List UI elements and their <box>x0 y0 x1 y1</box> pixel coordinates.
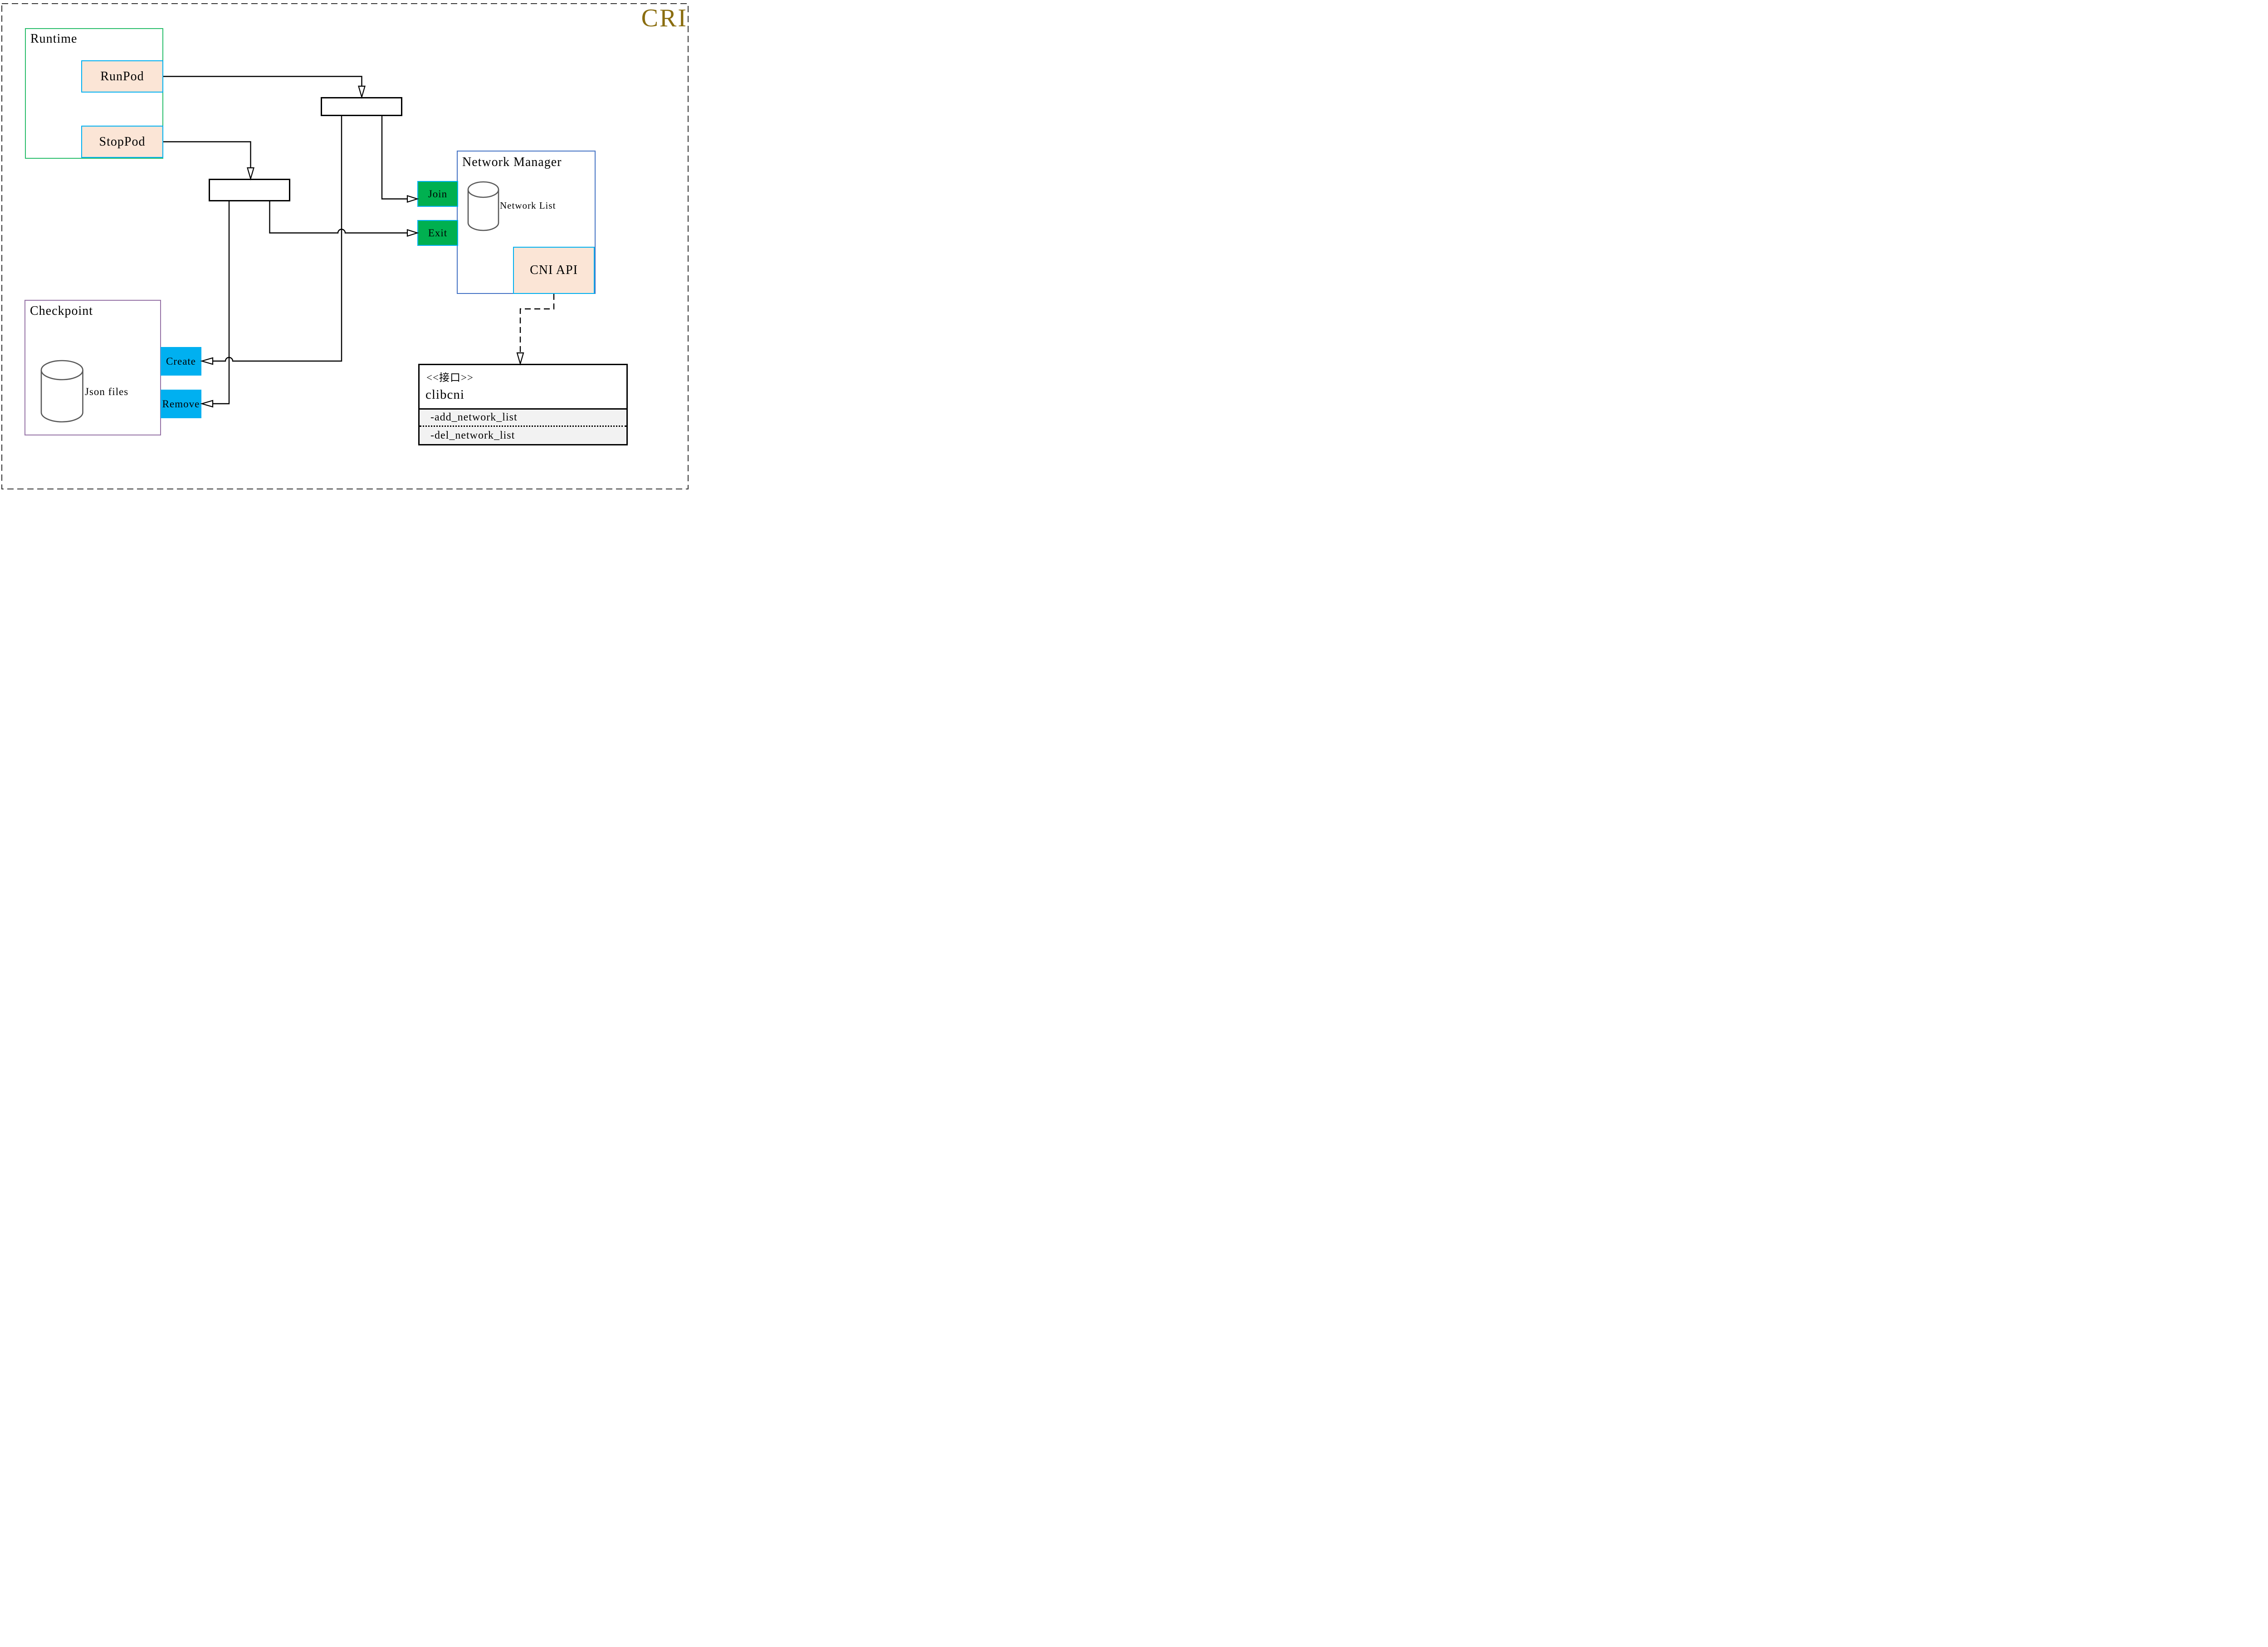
create-arrowhead-icon <box>200 357 214 365</box>
clibcni-method-add: -add_network_list <box>420 410 626 427</box>
checkpoint-label: Checkpoint <box>30 304 93 318</box>
diagram-canvas: Runtime Network Manager Network List Che… <box>0 0 701 493</box>
json-files-label: Json files <box>85 386 129 397</box>
cni-api-to-clibcni-connector <box>519 294 555 353</box>
clibcni-method-del: -del_network_list <box>430 429 515 441</box>
runtime-label: Runtime <box>30 32 78 46</box>
junction2-arrowhead-icon <box>247 167 254 181</box>
clibcni-name-label: clibcni <box>425 387 464 402</box>
network-manager-label: Network Manager <box>462 155 562 169</box>
runpod-to-junction1-connector <box>163 76 362 86</box>
join-arrowhead-icon <box>406 195 419 203</box>
page-title: CRI <box>641 4 688 32</box>
remove-arrowhead-icon <box>200 400 214 408</box>
create-box: Create <box>161 347 201 376</box>
clibcni-arrowhead-icon <box>516 352 524 366</box>
junction1-to-join-connector <box>381 116 407 200</box>
junction1-arrowhead-icon <box>358 85 366 99</box>
remove-box: Remove <box>161 390 201 418</box>
junction-box-1 <box>321 97 402 116</box>
junction2-to-exit-connector <box>269 201 407 234</box>
network-list-label: Network List <box>500 200 556 211</box>
cni-api-box: CNI API <box>513 247 595 294</box>
clibcni-stereotype-label: <<接口>> <box>426 372 474 383</box>
checkpoint-box <box>24 300 161 435</box>
junction2-to-remove-connector <box>213 201 230 405</box>
runpod-box: RunPod <box>81 60 163 93</box>
stoppod-to-junction2-connector <box>163 141 251 168</box>
junction1-to-create-connector <box>213 116 342 362</box>
exit-arrowhead-icon <box>406 229 419 237</box>
stoppod-box: StopPod <box>81 126 163 158</box>
join-box: Join <box>417 181 458 207</box>
clibcni-attributes-section: -add_network_list -del_network_list <box>418 408 628 445</box>
junction-box-2 <box>209 179 290 201</box>
exit-box: Exit <box>417 220 458 246</box>
